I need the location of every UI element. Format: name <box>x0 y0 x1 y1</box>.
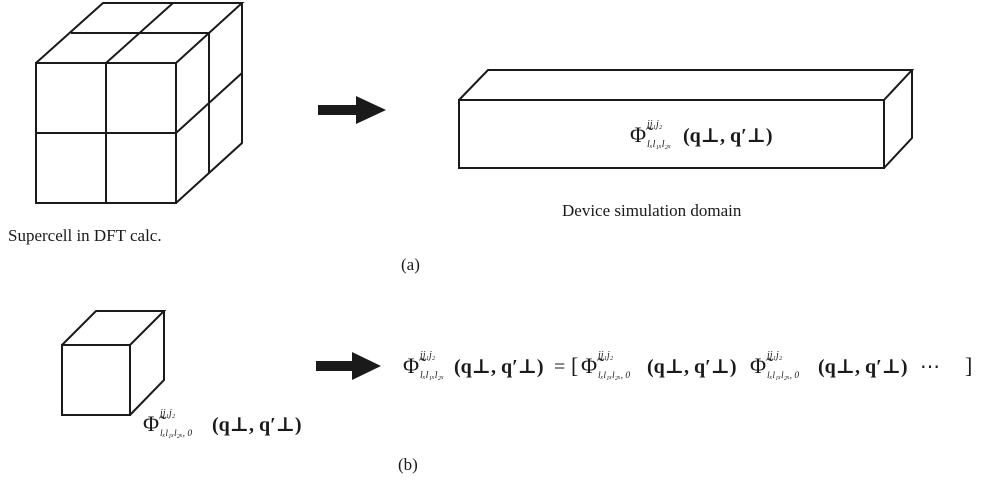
phi-superscript: ij₁j₂ <box>647 119 663 130</box>
phi-arguments: (q⊥, q′⊥) <box>212 414 302 436</box>
phi-superscript: ij₁j₂ <box>160 408 176 419</box>
phi-arguments: (q⊥, q′⊥) <box>454 356 544 378</box>
equals-sign: = <box>554 356 565 378</box>
left-bracket: [ <box>571 353 578 378</box>
phi-subscript: lₓl₁ₓl₂ₓ, 0 <box>160 429 192 439</box>
phi-arguments: (q⊥, q′⊥) <box>818 356 908 378</box>
device-domain-box <box>458 69 915 169</box>
supercell-caption: Supercell in DFT calc. <box>8 226 162 245</box>
phi-arguments: (q⊥, q′⊥) <box>647 356 737 378</box>
supercell-cube <box>35 1 245 204</box>
panel-b-label: (b) <box>398 455 418 474</box>
panel-a-label: (a) <box>401 255 420 274</box>
phi-formula-unitcell: Φ̃ ij₁j₂ lₓl₁ₓl₂ₓ, 0 (q⊥, q′⊥) <box>143 408 302 439</box>
arrow-right-icon <box>316 352 381 380</box>
phi-subscript: lₓl₁ₓl₂ₓ, 0 <box>767 371 799 381</box>
phi-subscript: lₓl₁ₓl₂ₓ <box>647 139 671 150</box>
phi-equation: Φ̃ ij₁j₂ lₓl₁ₓl₂ₓ (q⊥, q′⊥) = [ Φ̃ ij₁j₂… <box>403 350 972 381</box>
right-bracket: ] <box>965 353 972 378</box>
arrow-right-icon <box>318 96 386 124</box>
ellipsis: ⋯ <box>920 356 940 378</box>
device-domain-caption: Device simulation domain <box>562 201 742 220</box>
phi-arguments: (q⊥, q′⊥) <box>683 125 773 147</box>
phi-subscript: lₓl₁ₓl₂ₓ, 0 <box>598 371 630 381</box>
phi-formula-device: Φ̃ ij₁j₂ lₓl₁ₓl₂ₓ (q⊥, q′⊥) <box>630 119 773 150</box>
phi-superscript: ij₁j₂ <box>420 350 436 361</box>
phi-subscript: lₓl₁ₓl₂ₓ <box>420 370 444 381</box>
unit-cell-cube <box>61 310 167 416</box>
phi-superscript: ij₁j₂ <box>767 350 783 361</box>
phi-superscript: ij₁j₂ <box>598 350 614 361</box>
